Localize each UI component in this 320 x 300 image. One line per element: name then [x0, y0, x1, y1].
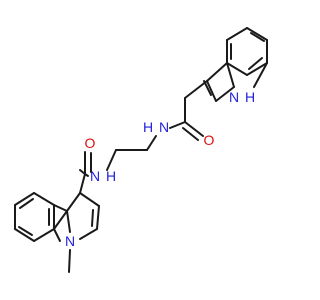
structure-diagram: N H N H O H N O: [14, 27, 268, 273]
bond: [226, 62, 248, 76]
amide2-h-label: H: [106, 168, 116, 184]
amide2-n-label: N: [90, 168, 100, 184]
bond: [68, 249, 71, 273]
indole-nh-n-label: N: [229, 89, 239, 105]
bond: [91, 209, 94, 227]
bond: [79, 173, 86, 194]
bond: [253, 62, 268, 88]
bond: [53, 210, 68, 230]
bond: [79, 228, 98, 240]
bond: [66, 192, 81, 212]
bond: [169, 121, 186, 129]
bond: [250, 32, 265, 42]
bond: [106, 149, 117, 171]
bond: [215, 86, 235, 102]
lower-methylindole: N: [14, 192, 100, 273]
bond: [206, 62, 228, 82]
bond: [206, 80, 217, 102]
bond: [226, 62, 235, 88]
bond: [53, 228, 61, 242]
bond: [184, 80, 208, 99]
bond: [33, 228, 55, 242]
bond: [66, 210, 71, 233]
bond: [146, 135, 157, 151]
bond: [248, 57, 263, 70]
bond: [246, 27, 268, 41]
bond: [19, 198, 34, 209]
bond: [33, 192, 55, 206]
amide1-h-label: H: [143, 119, 153, 135]
upper-indole: N H: [203, 27, 268, 105]
molecule-canvas: N H N H O H N O: [14, 27, 268, 273]
bond: [79, 192, 100, 207]
bond: [246, 62, 268, 76]
acetamide-linker: N H O: [143, 80, 215, 148]
bond: [184, 121, 204, 137]
bond: [18, 226, 33, 236]
amide2-o-label: O: [85, 135, 96, 151]
ethylene-bridge: [106, 135, 157, 171]
bond: [182, 127, 199, 141]
methylindole-n-label: N: [65, 233, 75, 249]
bond: [96, 205, 100, 230]
amide1-o-label: O: [204, 132, 215, 148]
bond: [14, 228, 35, 242]
amide1-n-label: N: [159, 119, 169, 135]
bond: [226, 27, 248, 41]
indole-nh-h-label: H: [245, 89, 255, 105]
bond: [14, 192, 35, 206]
amide-2: H N O: [79, 135, 116, 194]
bond: [53, 204, 68, 212]
